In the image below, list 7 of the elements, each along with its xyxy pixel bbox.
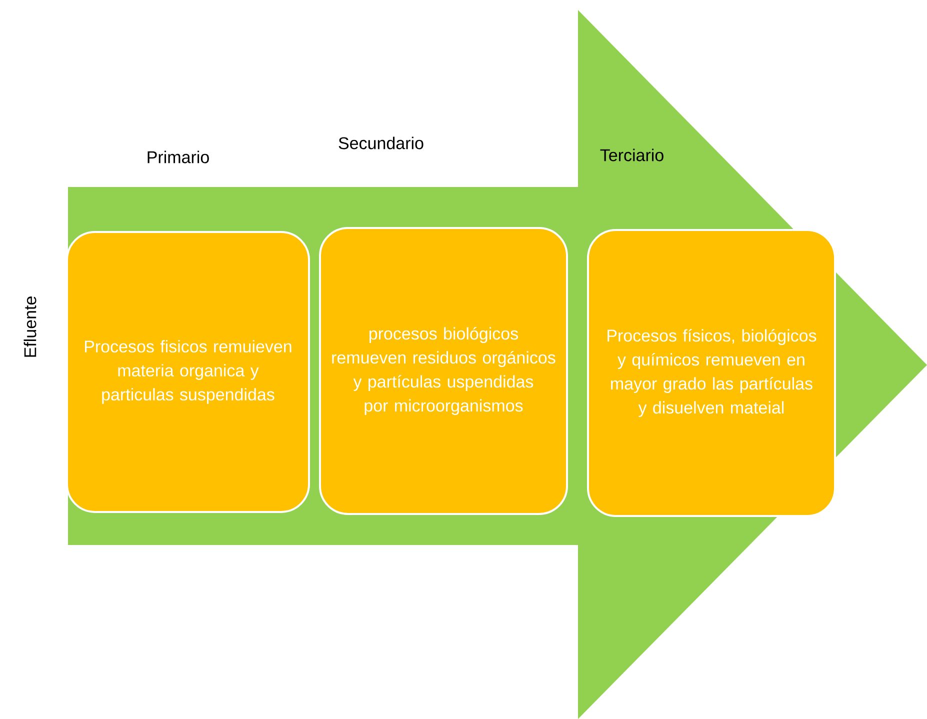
stage-heading: Terciario (600, 148, 664, 162)
process-box: Procesos físicos, biológicos y químicos remueven en mayor grado las partículas y disuelven mateial (587, 229, 836, 517)
stage-heading: Secundario (338, 136, 424, 150)
process-box: Procesos fisicos remuieven materia organica y particulas suspendidas (66, 231, 310, 513)
stage-heading: Primario (148, 150, 209, 164)
side-label: Efluente (24, 296, 36, 357)
process-box: procesos biológicos remueven residuos orgánicos y partículas uspendidas por microorganismos (319, 227, 568, 515)
